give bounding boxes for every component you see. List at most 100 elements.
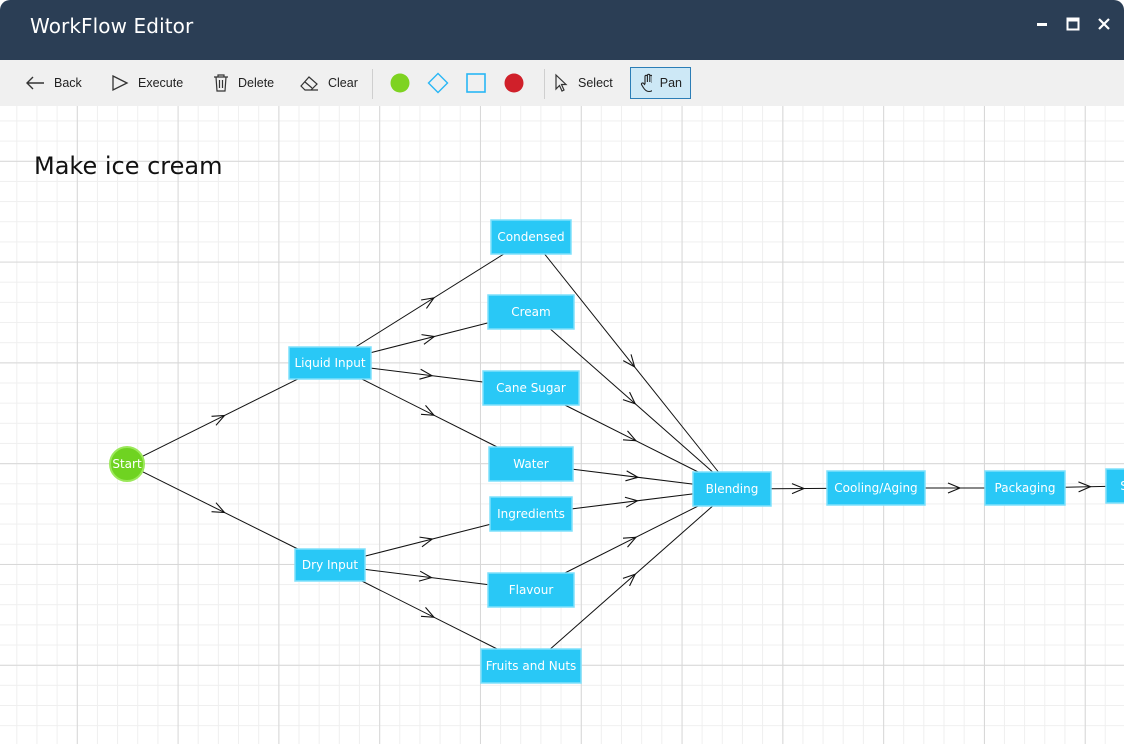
node-cane[interactable]: Cane Sugar [482,370,580,406]
node-flavour[interactable]: Flavour [487,572,575,608]
node-shape [826,470,926,506]
arrow-icon [622,536,638,548]
connector-flavour-blending[interactable] [564,505,699,574]
connector-cane-blending[interactable] [564,404,699,473]
close-icon [1098,18,1110,30]
arrow-icon [622,354,636,369]
select-label: Select [578,76,613,90]
execute-label: Execute [138,76,184,90]
node-label: Dry Input [302,558,358,572]
delete-button[interactable]: Delete [212,67,274,99]
connector-dry-fruits[interactable] [361,580,498,650]
arrow-icon [421,334,436,345]
select-tool-button[interactable]: Select [552,67,613,99]
node-shape [487,294,575,330]
node-ingredients[interactable]: Ingredients [489,496,573,532]
connector-dry-ingredients[interactable] [364,523,491,557]
connector-water-blending[interactable] [572,468,694,485]
minimize-button[interactable] [1028,10,1056,38]
node-label: Flavour [509,583,554,597]
node-shape [109,446,145,482]
toolbar-separator [372,69,373,99]
arrow-icon [419,368,434,380]
node-shape [984,470,1066,506]
ellipse-shape-button[interactable] [388,67,420,99]
arrow-icon [947,482,962,494]
close-button[interactable] [1090,10,1118,38]
execute-button[interactable]: Execute [110,67,183,99]
node-dry[interactable]: Dry Input [294,548,366,582]
node-start[interactable]: Start [109,446,145,482]
arrow-left-icon [26,76,44,90]
node-label: Cream [511,305,550,319]
connector-cream-blending[interactable] [549,328,714,473]
arrow-icon [418,570,433,582]
cursor-pointer-icon [555,73,568,92]
node-liquid[interactable]: Liquid Input [288,346,372,380]
arrow-icon [1078,481,1092,493]
node-label: S [1120,479,1124,493]
node-cooling[interactable]: Cooling/Aging [826,470,926,506]
maximize-button[interactable] [1059,10,1087,38]
diamond-shape-button[interactable] [426,67,458,99]
connector-liquid-cream[interactable] [370,322,489,354]
node-shape [489,496,573,532]
connector-fruits-blending[interactable] [549,505,714,650]
node-water[interactable]: Water [488,446,574,482]
node-cream[interactable]: Cream [487,294,575,330]
arrow-icon [622,391,637,405]
node-packaging[interactable]: Packaging [984,470,1066,506]
end-shape-button[interactable] [502,67,534,99]
toolbar-separator [544,69,545,99]
node-blending[interactable]: Blending [692,471,772,507]
connector-packaging-last[interactable] [1064,485,1107,488]
node-shape [480,648,582,684]
clear-button[interactable]: Clear [298,67,358,99]
rectangle-shape-button[interactable] [464,67,496,99]
connector-condensed-blending[interactable] [544,253,719,473]
connector-liquid-water[interactable] [361,378,498,448]
node-shape [490,219,572,255]
connector-dry-flavour[interactable] [364,568,489,586]
node-label: Cooling/Aging [834,481,917,495]
back-label: Back [54,76,82,90]
play-icon [112,74,129,92]
arrow-icon [624,496,639,508]
arrow-icon [211,502,226,514]
title-bar: WorkFlow Editor [0,0,1124,60]
diagram-title: Make ice cream [34,152,223,180]
window-title: WorkFlow Editor [30,14,194,38]
delete-label: Delete [238,76,275,90]
connector-liquid-cane[interactable] [370,367,484,383]
green-circle-icon [390,73,410,93]
node-label: Fruits and Nuts [486,659,577,673]
back-button[interactable]: Back [24,67,82,99]
arrow-icon [625,470,640,482]
node-condensed[interactable]: Condensed [490,219,572,255]
node-label: Packaging [995,481,1056,495]
square-icon [466,73,486,93]
connector-start-dry[interactable] [141,471,299,550]
arrow-icon [622,573,637,587]
node-shape [692,471,772,507]
connector-ingredients-blending[interactable] [571,493,694,510]
node-shape [1105,468,1124,504]
node-shape [294,548,366,582]
connector-start-liquid[interactable] [141,378,299,457]
arrow-icon [420,607,436,618]
arrow-icon [419,536,434,548]
node-label: Water [513,457,549,471]
node-label: Blending [706,482,759,496]
node-label: Start [112,457,142,471]
minimize-icon [1037,23,1047,26]
node-fruits[interactable]: Fruits and Nuts [480,648,582,684]
connector-liquid-condensed[interactable] [355,253,505,348]
node-last[interactable]: S [1105,468,1124,504]
hand-icon [640,73,652,93]
node-shape [488,446,574,482]
trash-icon [214,74,228,92]
pan-tool-button[interactable]: Pan [630,67,691,99]
